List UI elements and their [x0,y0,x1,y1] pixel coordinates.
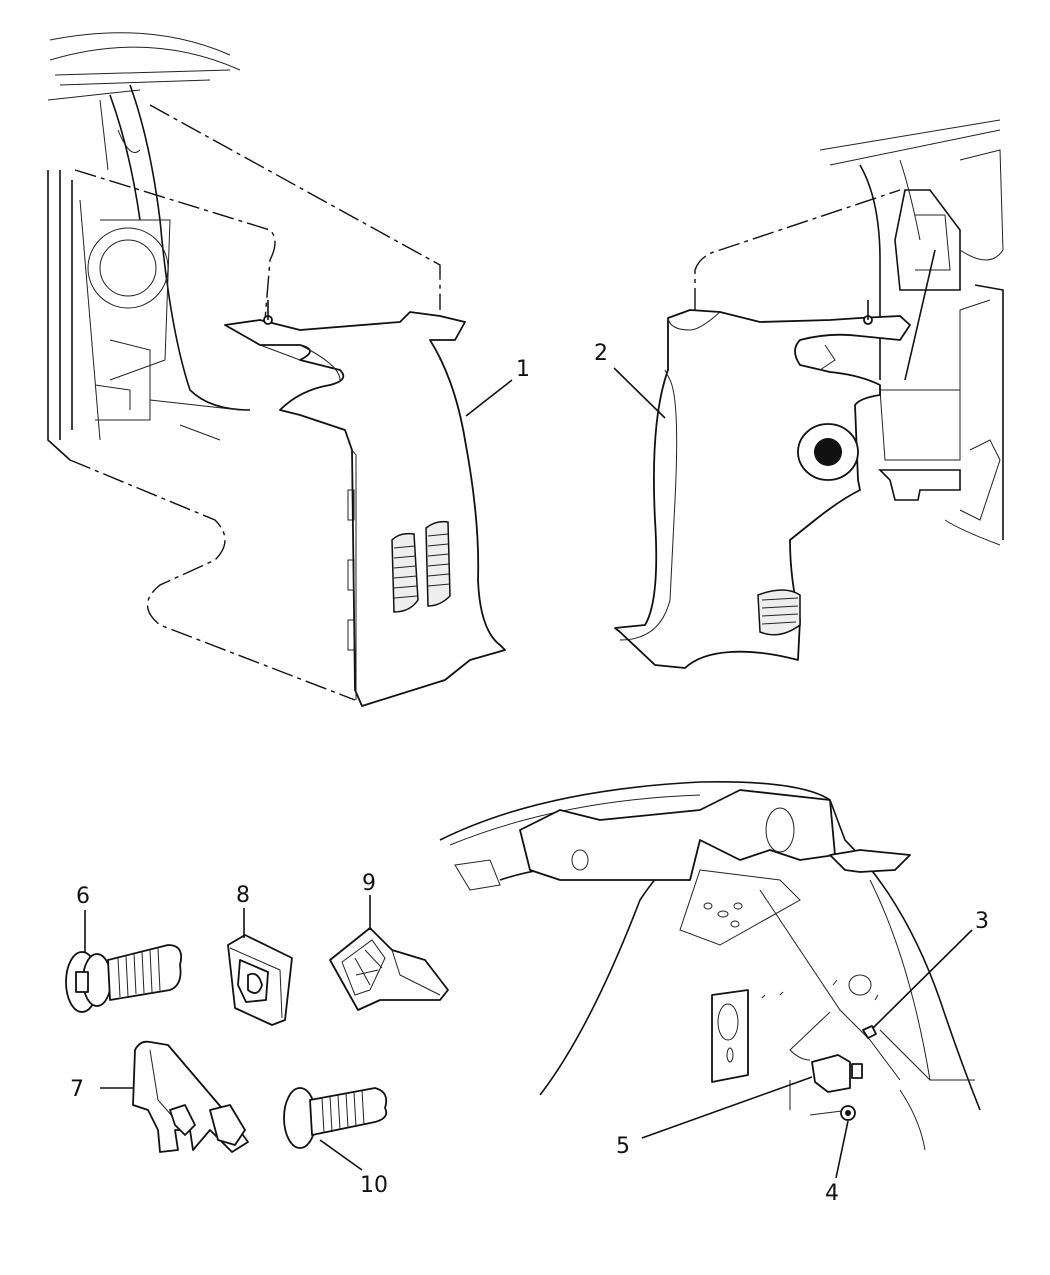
callout-1-label: 1 [516,357,530,382]
callout-5-label: 5 [616,1134,630,1159]
part-5-latch [811,1054,851,1093]
callout-6-label: 6 [76,884,90,909]
left-pillar-structure [47,170,241,461]
callout-5: 5 [616,1076,813,1159]
lower-bracket-left [711,989,749,1083]
callout-4: 4 [825,1120,849,1206]
callout-6: 6 [76,884,90,952]
inner-structure-upper [519,789,836,881]
callout-2: 2 [594,341,666,419]
body-outer-arc [439,781,981,1111]
right-envelope-line [694,189,901,310]
callout-9-label: 8 [236,883,250,908]
part-9-clip-nut [227,934,293,1026]
callout-8: 9 [362,871,376,930]
bracket-flange-right [829,849,911,873]
right-panel-speaker-cone [814,438,842,466]
callout-8-label: 9 [362,871,376,896]
callout-4-label: 4 [825,1181,839,1206]
left-quarter-trim-assembly [47,32,506,707]
left-body-roof-outline [47,32,251,411]
part-10-push-retainer [283,1087,388,1149]
callout-2-label: 2 [594,341,608,366]
left-quarter-trim-panel [224,311,506,707]
callout-3-label: 3 [975,909,989,934]
part-3-nut [862,1025,877,1039]
callout-9: 8 [236,883,250,938]
callout-1: 1 [465,357,530,417]
callout-7-label: 7 [70,1077,84,1102]
part-8-bracket [329,927,449,1011]
callout-10-label: 10 [360,1173,388,1198]
quarter-inner-panel-assembly [439,781,981,1151]
right-body-outline [819,119,1004,546]
left-envelope-line [69,104,441,701]
callout-10: 10 [319,1139,388,1198]
callout-3: 3 [872,909,989,1029]
right-quarter-trim-assembly [614,119,1004,669]
speaker-opening [87,227,169,309]
right-panel-vent-grille [757,589,801,636]
callout-7: 7 [70,1077,133,1102]
part-6-push-retainer [65,944,183,1013]
right-quarter-trim-panel [614,309,911,669]
left-panel-vent-grille-1 [391,532,419,613]
part-7-bracket-clip [132,1040,249,1153]
